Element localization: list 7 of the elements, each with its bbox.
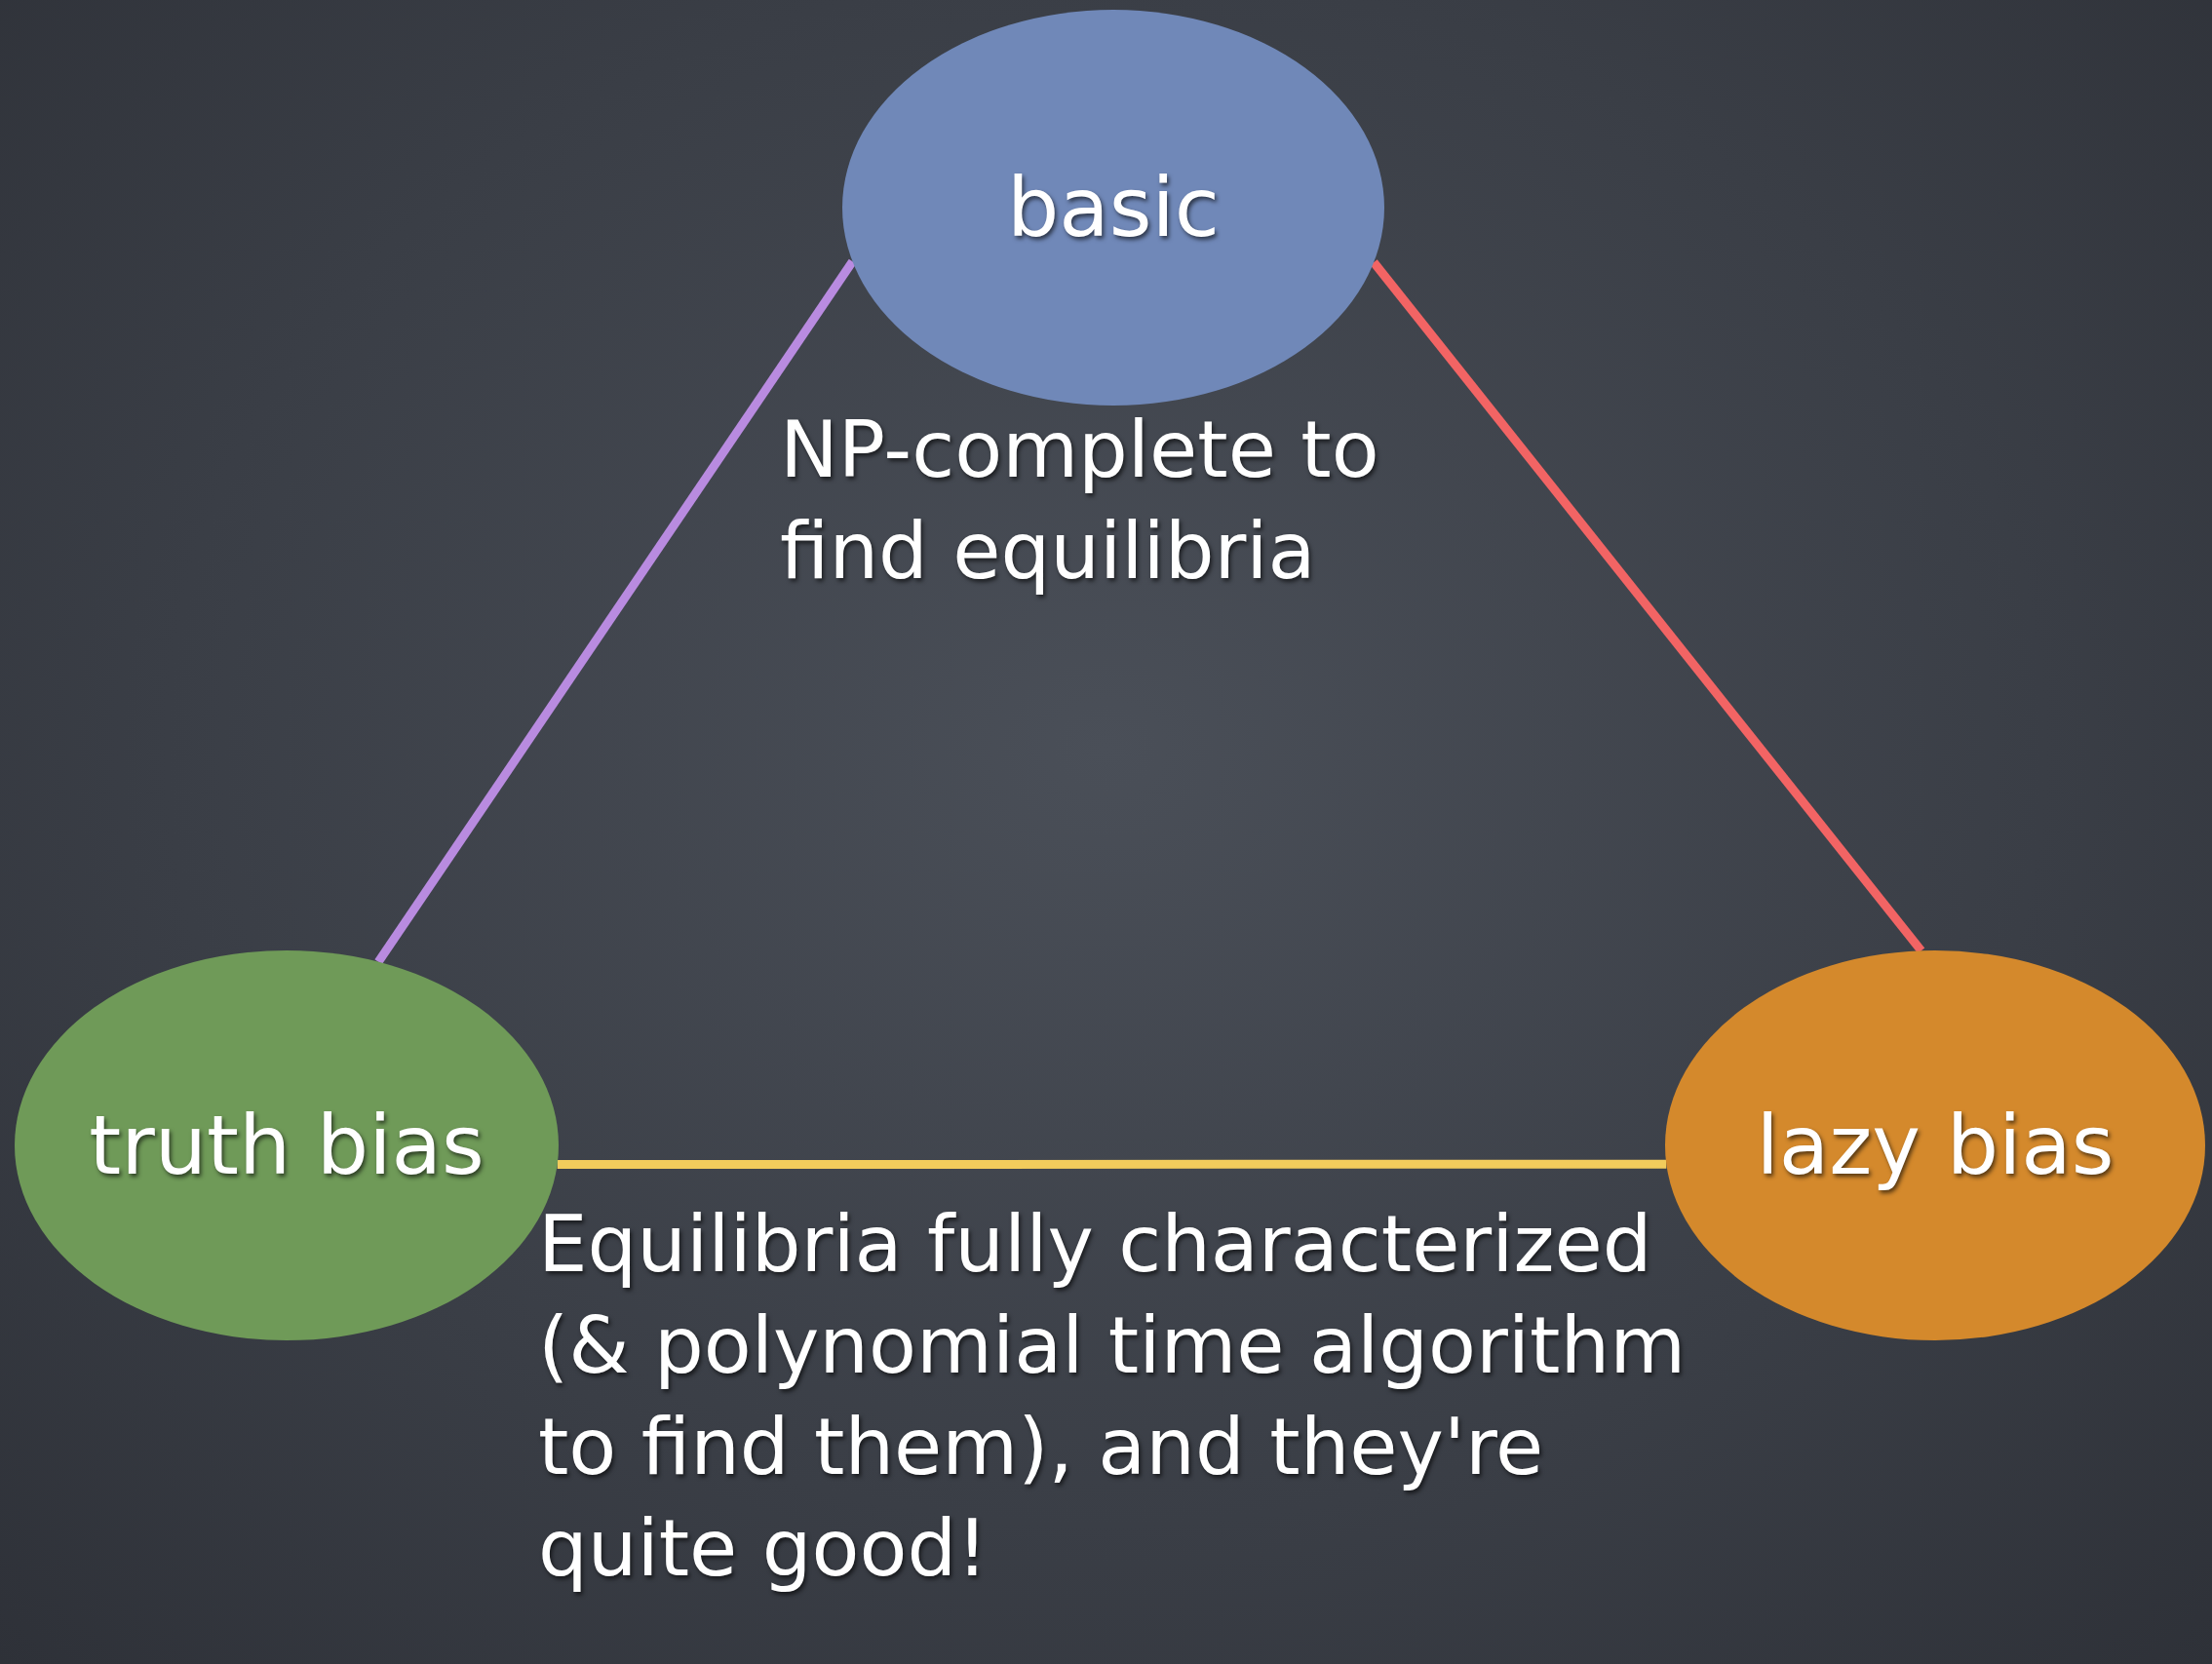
connector-line: [374, 258, 857, 965]
note-text: NP-complete to find equilibria: [780, 404, 1380, 599]
connector-line: [557, 1159, 1667, 1169]
node-label: truth bias: [88, 1098, 485, 1193]
node-label: lazy bias: [1755, 1098, 2115, 1193]
note-text: Equilibria fully characterized (& polynomial time algorithm to find them), and they're quite good!: [538, 1198, 1688, 1596]
node-label: basic: [1005, 160, 1222, 255]
